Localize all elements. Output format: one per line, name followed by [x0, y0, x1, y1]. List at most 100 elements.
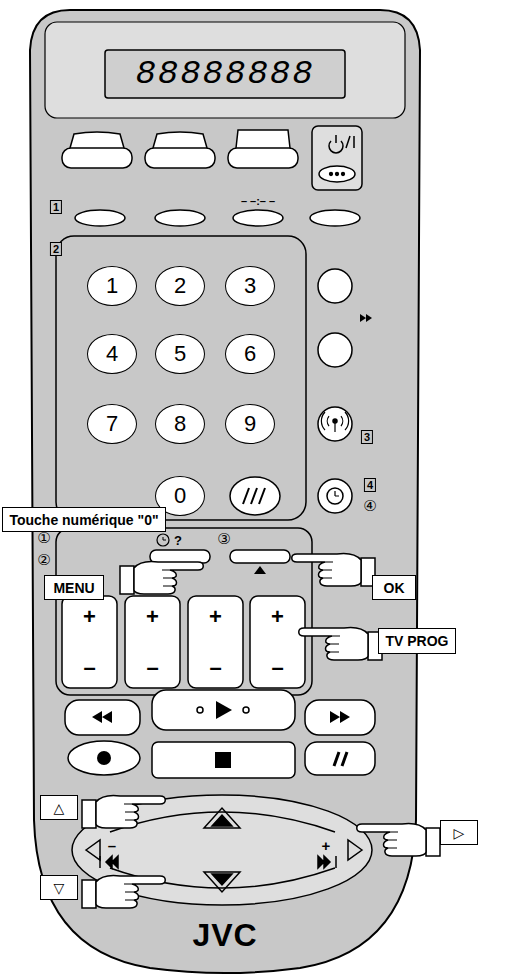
plus-sign: +	[146, 604, 159, 630]
plus-sign: +	[322, 837, 331, 855]
program-panel	[188, 596, 243, 688]
step-number: ④	[363, 497, 376, 515]
minus-sign: –	[209, 655, 221, 681]
minus-sign: –	[83, 655, 95, 681]
section-number: 3	[361, 427, 373, 445]
program-panel	[62, 596, 117, 688]
step-number: ③	[217, 530, 230, 548]
side-buttons	[327, 488, 343, 504]
remote-body	[105, 50, 345, 98]
pointing-hands	[82, 796, 165, 828]
callout-label: Touche numérique "0"	[2, 507, 166, 532]
number-key: 3	[225, 266, 275, 306]
top-buttons	[62, 126, 362, 226]
brand-logo: JVC	[192, 917, 257, 954]
top-buttons	[336, 173, 339, 176]
side-buttons	[335, 491, 339, 496]
side-buttons	[321, 412, 348, 432]
minus-sign: –	[146, 655, 158, 681]
pointing-hands	[357, 824, 440, 856]
minus-sign: –	[209, 655, 221, 681]
transport-buttons	[334, 752, 347, 766]
button-marking: – –:– –	[241, 191, 275, 209]
program-panel	[250, 596, 305, 688]
pointing-hands	[299, 628, 382, 660]
callout-label: ▽	[40, 875, 78, 900]
program-panel	[56, 528, 312, 695]
transport-buttons	[92, 711, 112, 723]
top-buttons	[228, 148, 298, 168]
side-buttons	[230, 477, 280, 515]
callout-label: △	[40, 795, 78, 820]
callout-label: MENU	[44, 575, 104, 600]
callout-text: MENU	[53, 580, 94, 596]
pointing-hands	[82, 876, 165, 908]
direction-pad	[212, 874, 232, 885]
number-key: 8	[155, 404, 205, 444]
plus-sign: +	[209, 604, 222, 630]
top-buttons	[153, 132, 207, 148]
minus-sign: –	[108, 837, 116, 855]
plus-sign: +	[83, 604, 96, 630]
minus-sign: –	[271, 655, 283, 681]
button-marking: ?	[174, 533, 182, 548]
key-label: 5	[174, 341, 186, 367]
number-key: 7	[87, 404, 137, 444]
transport-buttons	[65, 690, 375, 778]
section-number: 2	[50, 239, 62, 257]
pointing-hands	[82, 554, 440, 908]
step-number: ④	[363, 497, 376, 515]
minus-sign: –	[271, 655, 283, 681]
key-label: 9	[244, 411, 256, 437]
top-buttons	[329, 135, 354, 153]
minus-sign: –	[83, 655, 95, 681]
button-marking: – –:– –	[241, 195, 275, 207]
side-buttons	[318, 333, 352, 367]
section-number: 4	[364, 475, 376, 493]
transport-buttons	[68, 741, 140, 775]
step-number: ②	[37, 551, 50, 569]
direction-pad	[212, 815, 232, 826]
side-buttons	[318, 269, 352, 303]
key-label: 8	[174, 411, 186, 437]
number-key: 4	[87, 334, 137, 374]
direction-pad	[204, 872, 240, 892]
program-panel	[157, 534, 169, 546]
key-label: 1	[106, 273, 118, 299]
key-label: 2	[174, 273, 186, 299]
plus-sign: +	[83, 604, 96, 630]
program-panel	[150, 550, 210, 563]
step-number: ③	[217, 530, 230, 548]
top-buttons	[310, 210, 360, 226]
transport-buttons	[197, 707, 203, 713]
program-panel	[163, 537, 166, 540]
callout-text: OK	[384, 580, 405, 596]
section-number: 2	[50, 242, 62, 256]
side-buttons	[318, 479, 352, 513]
direction-pad	[86, 840, 100, 860]
minus-sign: –	[146, 655, 158, 681]
callout-text: Touche numérique "0"	[9, 512, 158, 528]
top-buttons	[342, 173, 345, 176]
direction-pad	[348, 840, 362, 860]
number-key: 2	[155, 266, 205, 306]
display-digits: 88888888	[135, 55, 314, 93]
number-panel	[56, 236, 306, 520]
top-buttons	[145, 148, 215, 168]
remote-body	[45, 22, 405, 118]
callout-text: TV PROG	[385, 633, 448, 649]
number-panel	[56, 236, 306, 520]
top-buttons	[155, 210, 205, 226]
side-buttons	[318, 407, 352, 441]
brand-logo: JVC	[192, 917, 257, 954]
plus-sign: +	[271, 604, 284, 630]
transport-buttons	[216, 701, 232, 719]
direction-pad	[204, 808, 240, 828]
key-label: 6	[244, 341, 256, 367]
callout-text: ▷	[454, 825, 465, 841]
minus-sign: –	[108, 837, 116, 854]
top-buttons	[330, 173, 333, 176]
transport-buttons	[305, 700, 375, 735]
